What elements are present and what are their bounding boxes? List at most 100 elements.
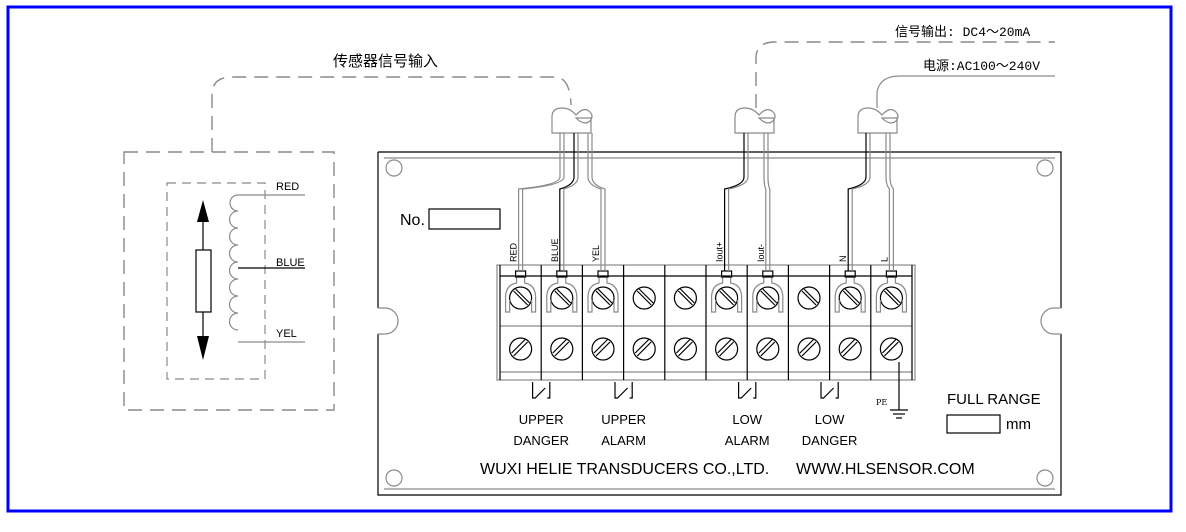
lug: [834, 276, 847, 313]
relay-contact: UPPER DANGER: [513, 382, 569, 448]
terminal-iout: Iout-: [752, 244, 784, 361]
terminal-spare-7: [797, 286, 821, 361]
screw-icon: [838, 337, 862, 361]
mount-hole-bottom-right: [1036, 469, 1054, 487]
coil-winding: [228, 194, 239, 331]
switch-icon: [820, 382, 839, 399]
mount-hole-top-right: [1036, 159, 1054, 177]
cable-wire: [587, 133, 602, 271]
outer-frame: [6, 5, 1173, 513]
screw-icon: [797, 286, 821, 310]
power-supply-label: 电源:AC100～240V: [923, 59, 1040, 74]
cable-wire: [518, 133, 561, 271]
full-range-field[interactable]: [946, 414, 1001, 434]
screw-icon: [756, 286, 780, 310]
enclosure: [377, 151, 1062, 496]
terminal-label: YEL: [591, 245, 601, 262]
terminal-label: BLUE: [550, 238, 560, 262]
screw-icon: [591, 286, 615, 310]
screw-icon: [838, 286, 862, 310]
cable-wire: [847, 133, 867, 271]
cable-wire: [724, 133, 745, 271]
cable-gland: [518, 107, 606, 271]
terminal-label: Iout+: [715, 242, 725, 262]
switch-icon: [532, 382, 551, 399]
terminal-label: RED: [509, 242, 519, 262]
screw-icon: [673, 337, 698, 361]
screw-icon: [508, 286, 533, 310]
screw-icon: [714, 286, 739, 310]
sensor-cable-route: [211, 76, 572, 152]
screw-icon: [550, 286, 574, 310]
full-range-label: FULL RANGE: [947, 391, 1041, 408]
power-cable-route: [876, 75, 1055, 108]
lug: [875, 276, 888, 313]
switch-icon: [738, 382, 757, 399]
relay-label-line2: DANGER: [513, 433, 569, 448]
relay-contact: LOW DANGER: [802, 382, 858, 448]
terminal-n: N: [834, 256, 866, 361]
serial-no-label: No.: [400, 212, 425, 229]
lug: [587, 276, 600, 313]
screw-icon: [797, 337, 821, 361]
terminal-yel: YEL: [587, 245, 619, 361]
screw-icon: [879, 286, 904, 310]
relay-label-line2: ALARM: [725, 433, 770, 448]
screw-icon: [591, 337, 615, 361]
switch-icon: [614, 382, 633, 399]
relay-label-line1: UPPER: [601, 412, 646, 427]
mount-hole-top-left: [385, 159, 403, 177]
relay-label-line1: LOW: [732, 412, 762, 427]
sensor-wire-label-red: RED: [276, 181, 299, 193]
screw-icon: [550, 337, 574, 361]
terminal-label: N: [838, 256, 848, 263]
cable-wire: [763, 133, 767, 271]
sensor-block: RED BLUE YEL: [123, 151, 335, 411]
cable-wire: [885, 133, 890, 271]
cable-gland: [847, 107, 899, 271]
screw-icon: [879, 337, 904, 361]
arrow-up-icon: [197, 200, 209, 222]
screw-icon: [714, 337, 739, 361]
sensor-input-label: 传感器信号输入: [333, 52, 438, 70]
terminal-blue: BLUE: [546, 238, 578, 361]
right-mount-notch: [1040, 307, 1061, 335]
lug: [752, 276, 765, 313]
terminal-block: RED BLUE YEL Iout+ Iout- N L: [496, 107, 916, 381]
lug: [710, 276, 724, 313]
relay-contacts: UPPER DANGER UPPER ALARM LOW ALARM LOW DANGER: [513, 382, 857, 448]
relay-label-line2: ALARM: [601, 433, 646, 448]
gland-icon: [734, 107, 776, 134]
terminal-iout: Iout+: [710, 242, 743, 361]
terminal-l: L: [875, 257, 908, 361]
gland-icon: [857, 107, 899, 134]
sensor-wire-label-yel: YEL: [276, 328, 297, 340]
relay-contact: LOW ALARM: [725, 382, 770, 448]
signal-output-label: 信号输出: DC4～20mA: [895, 24, 1030, 40]
relay-label-line1: UPPER: [519, 412, 564, 427]
terminal-label: Iout-: [756, 244, 766, 262]
arrow-down-icon: [197, 336, 209, 360]
cable-wire: [559, 133, 575, 271]
sensor-outer-dashed-box: [123, 151, 335, 411]
gland-icon: [551, 107, 593, 134]
website-link[interactable]: WWW.HLSENSOR.COM: [796, 461, 975, 478]
left-mount-notch: [378, 307, 399, 335]
relay-label-line2: DANGER: [802, 433, 858, 448]
sensor-inner-dashed-box: [166, 182, 266, 380]
unit-label: mm: [1006, 416, 1031, 433]
screw-icon: [632, 286, 656, 310]
pe-label: PE: [876, 398, 887, 407]
resistor: [195, 249, 212, 313]
lug: [504, 276, 518, 313]
serial-no-field[interactable]: [428, 208, 501, 230]
cable-gland: [724, 107, 776, 271]
screw-icon: [508, 337, 533, 361]
output-cable-route: [755, 41, 1055, 108]
relay-label-line1: LOW: [815, 412, 845, 427]
sensor-wire-label-blue: BLUE: [276, 257, 305, 269]
terminal-spare-3: [632, 286, 656, 361]
terminal-label: L: [879, 257, 889, 262]
mount-hole-bottom-left: [385, 469, 403, 487]
relay-contact: UPPER ALARM: [601, 382, 646, 448]
